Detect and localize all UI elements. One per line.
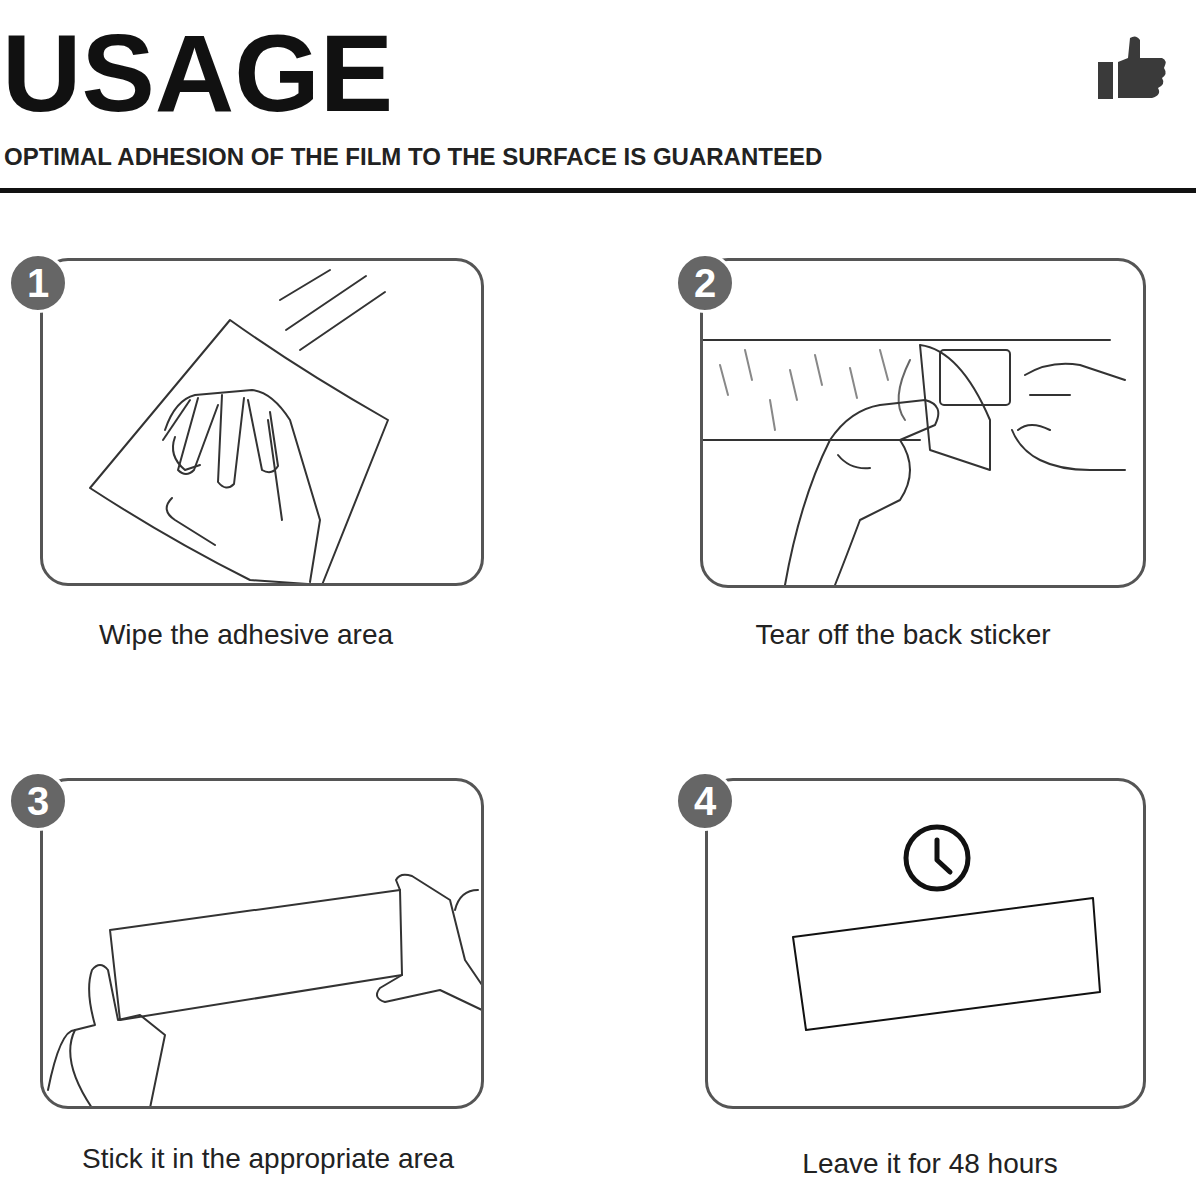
peel-illustration — [702, 340, 1125, 585]
step-caption: Wipe the adhesive area — [99, 619, 393, 651]
step-panel: Leave it for 48 hours4 — [705, 778, 1146, 1109]
stick-illustration — [48, 875, 482, 1108]
subtitle: OPTIMAL ADHESION OF THE FILM TO THE SURF… — [4, 143, 822, 171]
step-caption: Leave it for 48 hours — [802, 1148, 1057, 1180]
step-number-circle: 2 — [675, 253, 735, 313]
step-number: 3 — [27, 779, 49, 824]
step-number-circle: 3 — [8, 771, 68, 831]
step-number: 1 — [27, 261, 49, 306]
step-panel: Tear off the back sticker2 — [700, 258, 1146, 588]
step-number-circle: 4 — [675, 771, 735, 831]
step-number: 2 — [694, 261, 716, 306]
thumbs-up-icon — [1098, 36, 1166, 99]
title: USAGE — [2, 12, 393, 133]
header-rule — [0, 188, 1196, 193]
step-panel: Stick it in the appropriate area3 — [40, 778, 484, 1109]
step-caption: Stick it in the appropriate area — [82, 1143, 454, 1175]
step-panel: Wipe the adhesive area1 — [40, 258, 484, 586]
step-caption: Tear off the back sticker — [755, 619, 1050, 651]
wipe-illustration — [90, 270, 388, 585]
step-number-circle: 1 — [8, 253, 68, 313]
step-number: 4 — [694, 779, 716, 824]
wait-illustration — [793, 827, 1100, 1030]
